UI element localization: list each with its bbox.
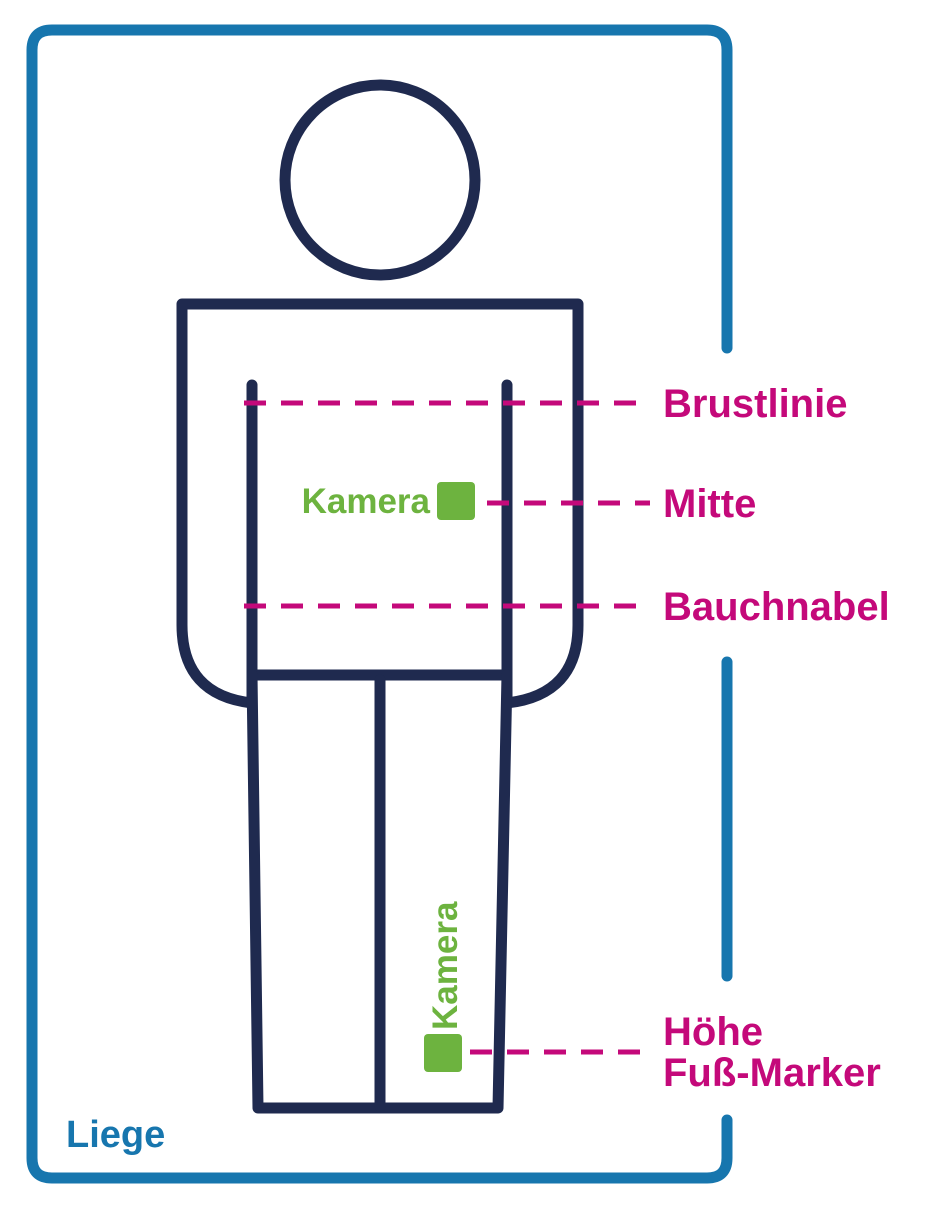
reference-lines: [244, 400, 650, 1055]
torso-outline: [176, 298, 584, 709]
camera-leg-marker: [424, 1034, 462, 1072]
bed-label: Liege: [66, 1114, 165, 1156]
camera-torso-marker: [437, 482, 475, 520]
bed-frame: [26, 24, 733, 1184]
foot-marker-label-line2: Fuß-Marker: [663, 1051, 881, 1095]
camera-torso-label: Kamera: [302, 482, 431, 521]
navel-label: Bauchnabel: [663, 585, 890, 629]
chest-line-label: Brustlinie: [663, 382, 847, 426]
middle-label: Mitte: [663, 482, 756, 526]
foot-marker-label-line1: Höhe: [663, 1010, 763, 1054]
camera-leg-label: Kamera: [426, 901, 465, 1030]
head: [279, 79, 481, 281]
person-figure: [176, 79, 584, 1114]
bed-frame-outline: [26, 24, 733, 1184]
